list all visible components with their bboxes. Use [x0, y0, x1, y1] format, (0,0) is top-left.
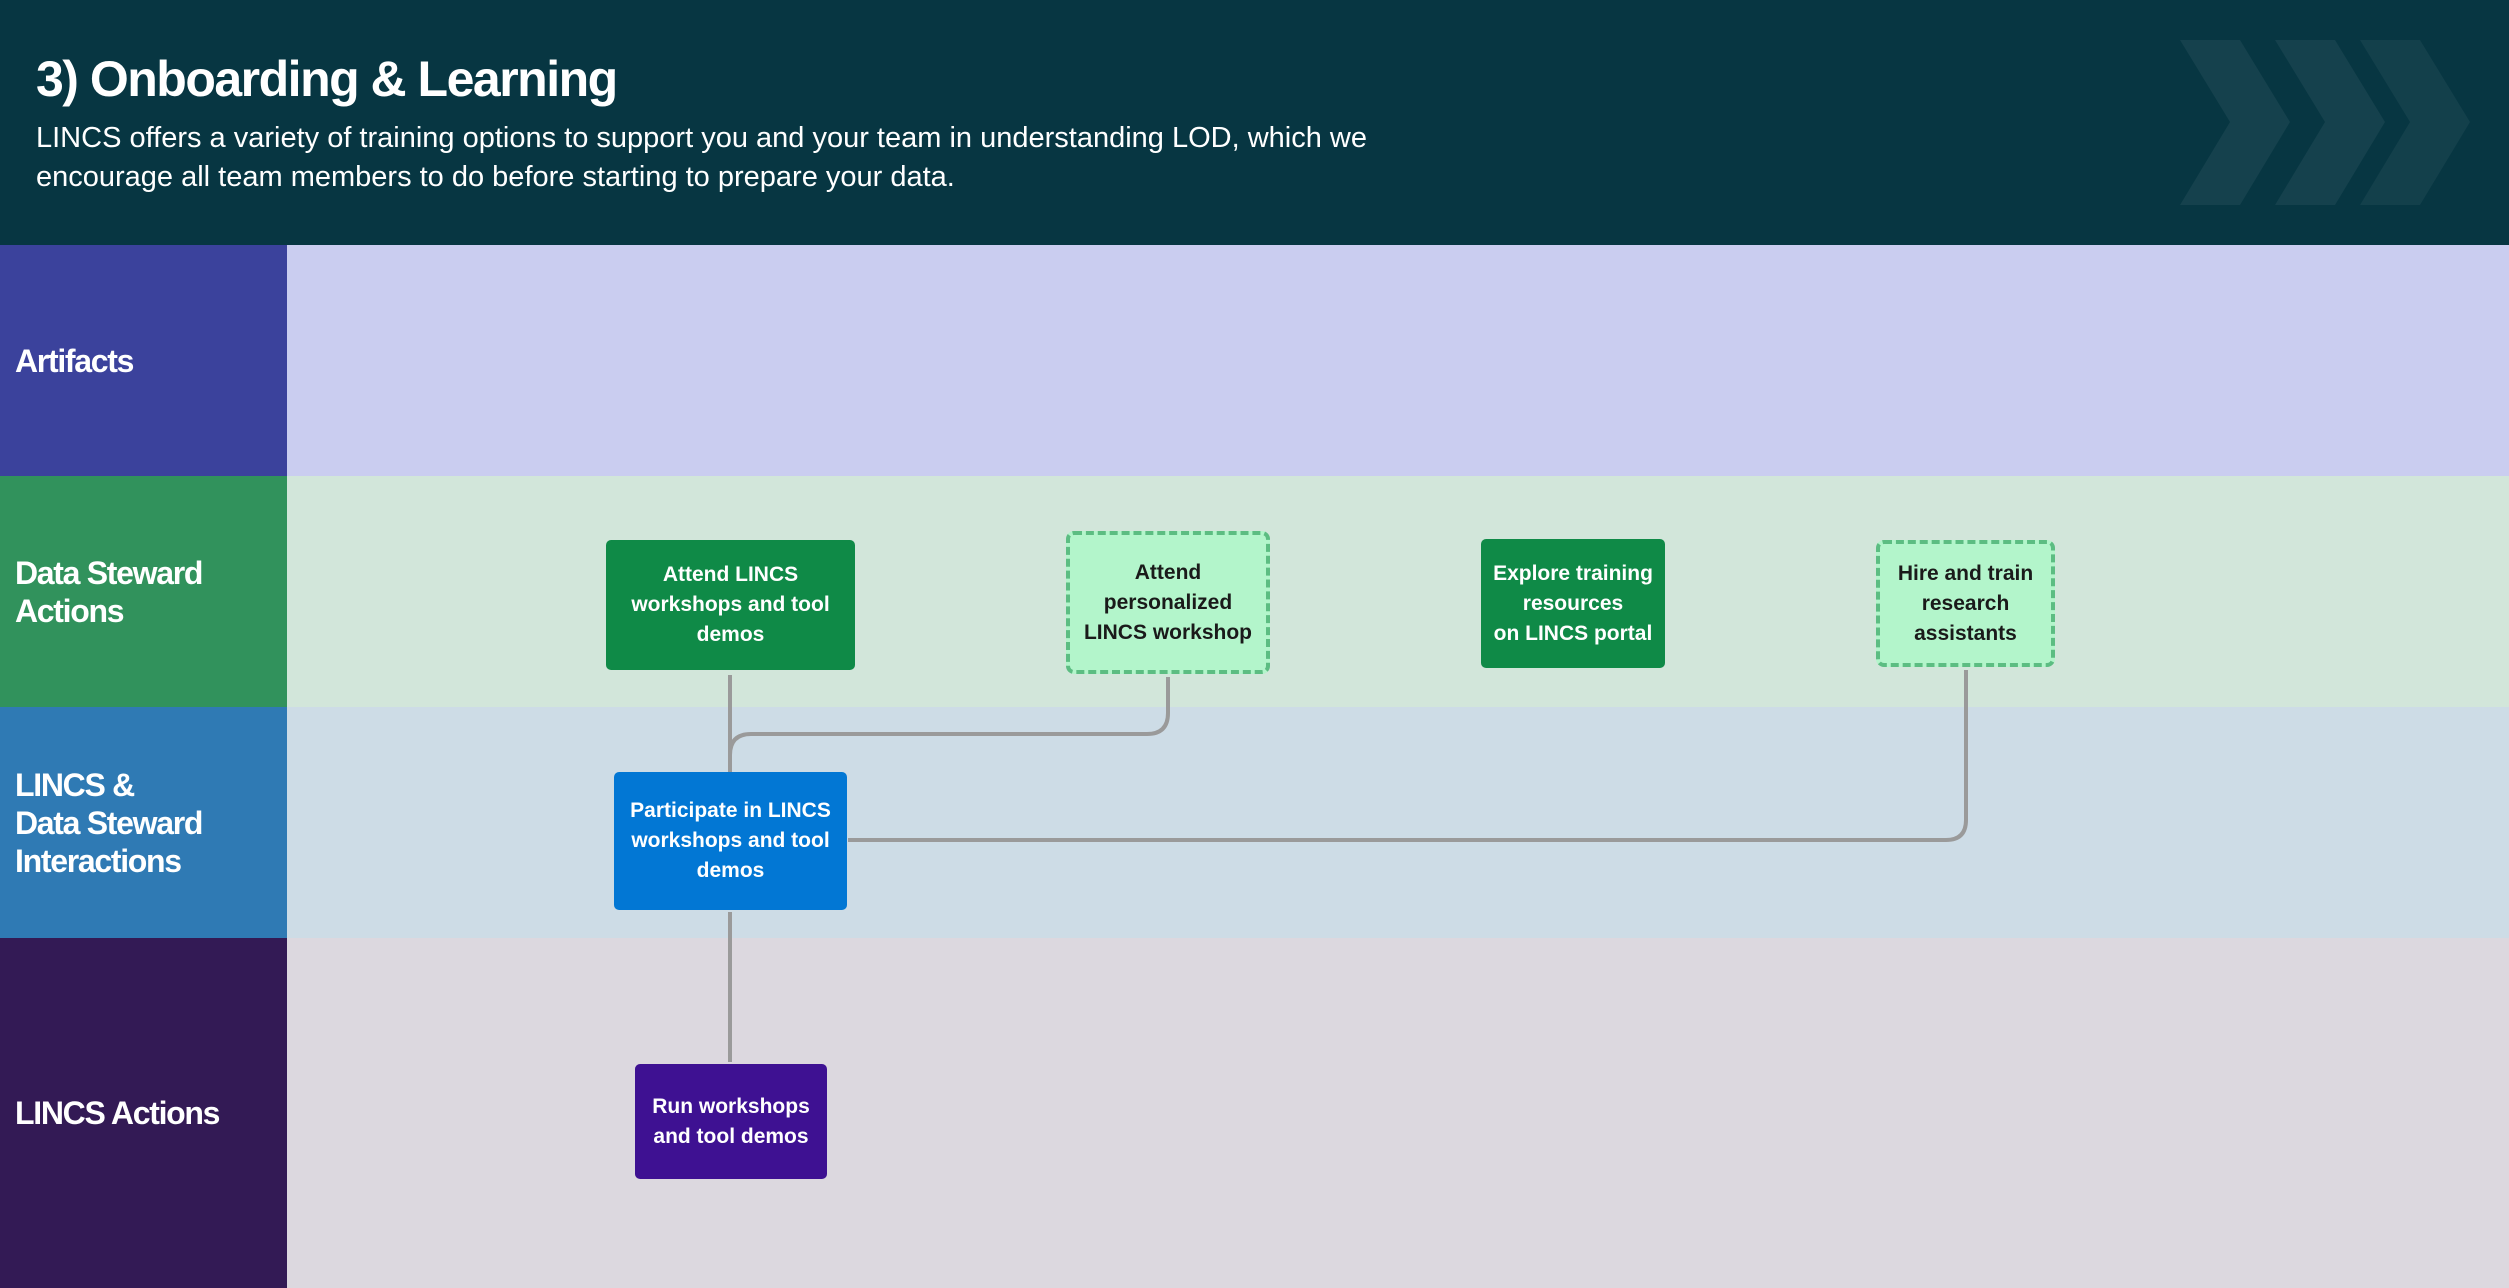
node-run-workshops: Run workshops and tool demos	[635, 1064, 827, 1179]
lane-label-interactions: LINCS & Data Steward Interactions	[0, 707, 287, 938]
lane-artifacts	[287, 245, 2509, 476]
lane-label-data-steward-actions: Data Steward Actions	[0, 476, 287, 707]
header: 3) Onboarding & Learning LINCS offers a …	[0, 0, 2509, 245]
connector-hire-to-participate	[848, 670, 1968, 842]
lane-label-artifacts: Artifacts	[0, 245, 287, 476]
page-title: 3) Onboarding & Learning	[36, 51, 618, 107]
node-participate-workshops: Participate in LINCS workshops and tool …	[614, 772, 847, 910]
node-attend-lincs-workshops: Attend LINCS workshops and tool demos	[606, 540, 855, 670]
lane-label-lincs-actions: LINCS Actions	[0, 938, 287, 1288]
page-subtitle: LINCS offers a variety of training optio…	[36, 122, 1367, 193]
connector-personalized-to-participate	[728, 677, 1170, 765]
node-attend-personalized-workshop: Attend personalized LINCS workshop	[1066, 531, 1270, 674]
chevron-decoration-icon	[2180, 40, 2470, 205]
node-hire-train-assistants: Hire and train research assistants	[1876, 540, 2055, 667]
node-explore-training-resources: Explore training resources on LINCS port…	[1481, 539, 1665, 668]
